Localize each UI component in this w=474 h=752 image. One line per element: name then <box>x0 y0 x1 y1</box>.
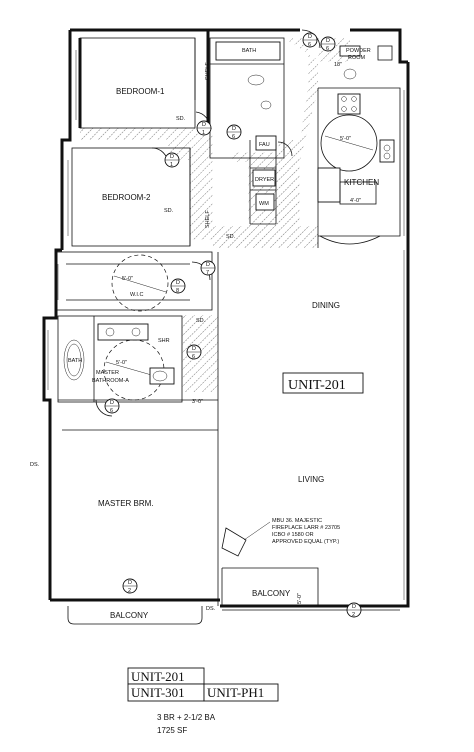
door-tag-d3-num: 6 <box>232 134 235 140</box>
door-tag-d6-num: 6 <box>110 408 113 414</box>
bath-circle-dim: 5'-0" <box>116 360 127 366</box>
bedroom1-label: BEDROOM-1 <box>116 87 165 96</box>
exterior-walls <box>42 28 410 608</box>
shelf-label-2: SHELF <box>205 210 211 228</box>
balcony-depth-dim: 5'-0" <box>297 593 303 604</box>
door-tag-d11: D <box>326 38 330 44</box>
door-tag-d8: D <box>308 34 312 40</box>
kitchen-fixtures <box>317 93 395 245</box>
downspout-label-1: DS. <box>30 462 40 468</box>
dining-label: DINING <box>312 301 340 310</box>
fireplace-note-line-2: FIREPLACE LARR # 23705 <box>272 525 340 531</box>
door-tag-d3: D <box>232 126 236 132</box>
summary-square-feet: 1725 SF <box>157 726 187 735</box>
fau-box <box>255 135 277 151</box>
smoke-detector-label-2: SD. <box>226 234 236 240</box>
living-label: LIVING <box>298 475 324 484</box>
dryer-box <box>252 169 276 187</box>
wm-label: WM <box>259 201 269 207</box>
kitchen-counter-dim: 4'-0" <box>350 198 361 204</box>
door-tag-d4-num: 8 <box>176 288 179 294</box>
unit-tag-box <box>282 372 364 394</box>
title-unit-301: UNIT-301 <box>131 685 185 700</box>
fau-label: FAU <box>259 142 270 148</box>
door-tag-d9-num: 2 <box>128 588 131 594</box>
master-bathroom-label-1: MASTER <box>96 370 119 376</box>
master-bath-label: BATH <box>68 358 82 364</box>
kitchen-label: KITCHEN <box>344 178 379 187</box>
door-tag-d2-num: 1 <box>202 130 205 136</box>
door-tag-d11-num: 6 <box>326 46 329 52</box>
shelf-label-1: SHELF <box>205 62 211 80</box>
downspout-label-2: DS. <box>206 606 216 612</box>
title-unit-ph1: UNIT-PH1 <box>207 685 264 700</box>
door-tag-d10-num: 2 <box>352 612 355 618</box>
fireplace-note-line-3: ICBO # 1580 OR <box>272 532 314 538</box>
fireplace-note-line-1: MBU 36. MAJESTIC <box>272 518 322 524</box>
master-bedroom-label: MASTER BRM. <box>98 499 154 508</box>
unit-tag: UNIT-201 <box>288 378 346 393</box>
door-tag-d4: D <box>176 280 180 286</box>
fireplace-note-line-4: APPROVED EQUAL (TYP.) <box>272 539 339 545</box>
bedroom2-label: BEDROOM-2 <box>102 193 151 202</box>
balcony-right-label: BALCONY <box>252 589 291 598</box>
door-tag-d1-num: 1 <box>170 162 173 168</box>
door-tag-d1: D <box>170 154 174 160</box>
door-tag-d2: D <box>202 122 206 128</box>
bath-fixtures <box>63 41 393 385</box>
door-tag-d7-num: 7 <box>206 270 209 276</box>
door-tag-d9: D <box>128 580 132 586</box>
door-tag-d5-num: 6 <box>192 354 195 360</box>
door-tag-d6: D <box>110 400 114 406</box>
title-block <box>127 667 279 702</box>
title-unit-201: UNIT-201 <box>131 669 185 684</box>
master-bathroom-label-2: BATHROOM-A <box>92 378 129 384</box>
summary-bed-bath: 3 BR + 2-1/2 BA <box>157 713 216 722</box>
door-tag-d7: D <box>206 262 210 268</box>
fireplace <box>221 527 247 557</box>
balcony-left-outline <box>67 606 203 625</box>
door-tag-d5: D <box>192 346 196 352</box>
powder-dim: 18" <box>334 62 342 68</box>
wic-label: W.I.C <box>130 292 143 298</box>
smoke-detector-label-3: SD. <box>196 318 206 324</box>
interior-walls <box>55 37 401 606</box>
kitchen-circle-dim: 5'-0" <box>340 136 351 142</box>
hall-width-dim: 3'-0" <box>192 399 203 405</box>
door-tag-d8-num: 6 <box>308 42 311 48</box>
dryer-label: DRYER <box>255 177 274 183</box>
windows <box>47 50 405 600</box>
door-tags <box>104 32 362 618</box>
wm-box <box>255 193 275 211</box>
smoke-detector-label-4: SD. <box>164 208 174 214</box>
wic-circle-dim: 5'-0" <box>122 276 133 282</box>
powder-room-label-1: POWDER <box>346 48 371 54</box>
bath-label: BATH <box>242 48 256 54</box>
powder-room-label-2: ROOM <box>348 55 366 61</box>
balcony-left-label: BALCONY <box>110 611 149 620</box>
smoke-detector-label-1: SD. <box>176 116 186 122</box>
shower-label: SHR <box>158 338 170 344</box>
fireplace-leader <box>243 521 271 541</box>
door-tag-d10: D <box>352 604 356 610</box>
